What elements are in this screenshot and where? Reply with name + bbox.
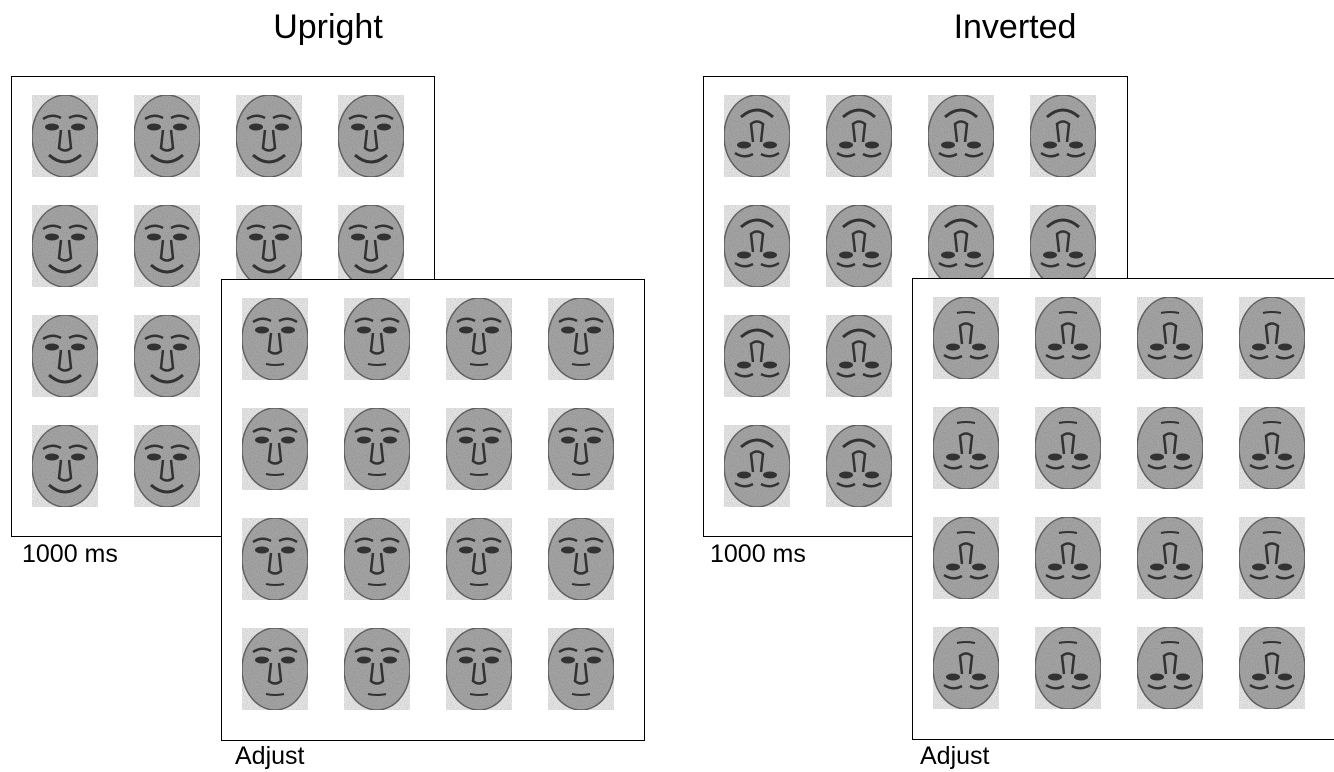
face-stimulus bbox=[235, 94, 303, 178]
face-stimulus bbox=[343, 627, 411, 711]
upright-adjust-panel bbox=[221, 279, 645, 741]
face-stimulus bbox=[343, 297, 411, 381]
face-stimulus bbox=[1034, 516, 1102, 600]
face-stimulus bbox=[241, 627, 309, 711]
face-stimulus bbox=[337, 94, 405, 178]
face-grid bbox=[241, 297, 615, 711]
upright-adjust-caption: Adjust bbox=[235, 742, 305, 770]
face-stimulus bbox=[1136, 516, 1204, 600]
face-stimulus bbox=[1136, 626, 1204, 710]
face-stimulus bbox=[723, 314, 791, 398]
face-stimulus bbox=[31, 94, 99, 178]
face-stimulus bbox=[723, 94, 791, 178]
face-stimulus bbox=[547, 627, 615, 711]
face-stimulus bbox=[235, 204, 303, 288]
face-stimulus bbox=[547, 407, 615, 491]
face-stimulus bbox=[1034, 296, 1102, 380]
face-stimulus bbox=[241, 517, 309, 601]
face-stimulus bbox=[133, 94, 201, 178]
face-stimulus bbox=[241, 407, 309, 491]
face-stimulus bbox=[825, 424, 893, 508]
face-stimulus bbox=[445, 627, 513, 711]
face-stimulus bbox=[241, 297, 309, 381]
face-stimulus bbox=[31, 424, 99, 508]
face-stimulus bbox=[1238, 296, 1306, 380]
face-stimulus bbox=[1029, 204, 1097, 288]
inverted-adjust-panel bbox=[912, 278, 1334, 740]
face-stimulus bbox=[723, 424, 791, 508]
face-stimulus bbox=[1034, 406, 1102, 490]
face-stimulus bbox=[31, 204, 99, 288]
inverted-adjust-caption: Adjust bbox=[920, 742, 990, 770]
face-stimulus bbox=[133, 204, 201, 288]
face-stimulus bbox=[1136, 296, 1204, 380]
face-stimulus bbox=[927, 94, 995, 178]
upright-condition-title: Upright bbox=[273, 8, 383, 46]
face-stimulus bbox=[445, 407, 513, 491]
face-stimulus bbox=[1034, 626, 1102, 710]
face-stimulus bbox=[932, 626, 1000, 710]
upright-study-caption: 1000 ms bbox=[22, 540, 118, 568]
face-stimulus bbox=[1029, 94, 1097, 178]
face-stimulus bbox=[31, 314, 99, 398]
face-stimulus bbox=[932, 516, 1000, 600]
face-stimulus bbox=[1136, 406, 1204, 490]
face-stimulus bbox=[133, 314, 201, 398]
face-stimulus bbox=[1238, 406, 1306, 490]
face-stimulus bbox=[1238, 516, 1306, 600]
face-stimulus bbox=[445, 517, 513, 601]
face-stimulus bbox=[825, 314, 893, 398]
face-stimulus bbox=[343, 407, 411, 491]
face-stimulus bbox=[337, 204, 405, 288]
face-stimulus bbox=[932, 296, 1000, 380]
inverted-condition-title: Inverted bbox=[953, 8, 1077, 46]
face-stimulus bbox=[547, 517, 615, 601]
face-stimulus bbox=[825, 204, 893, 288]
inverted-study-caption: 1000 ms bbox=[710, 540, 806, 568]
face-stimulus bbox=[723, 204, 791, 288]
face-stimulus bbox=[927, 204, 995, 288]
face-stimulus bbox=[343, 517, 411, 601]
face-stimulus bbox=[1238, 626, 1306, 710]
face-grid bbox=[932, 296, 1306, 710]
face-stimulus bbox=[932, 406, 1000, 490]
face-stimulus bbox=[133, 424, 201, 508]
face-stimulus bbox=[445, 297, 513, 381]
face-stimulus bbox=[825, 94, 893, 178]
face-stimulus bbox=[547, 297, 615, 381]
